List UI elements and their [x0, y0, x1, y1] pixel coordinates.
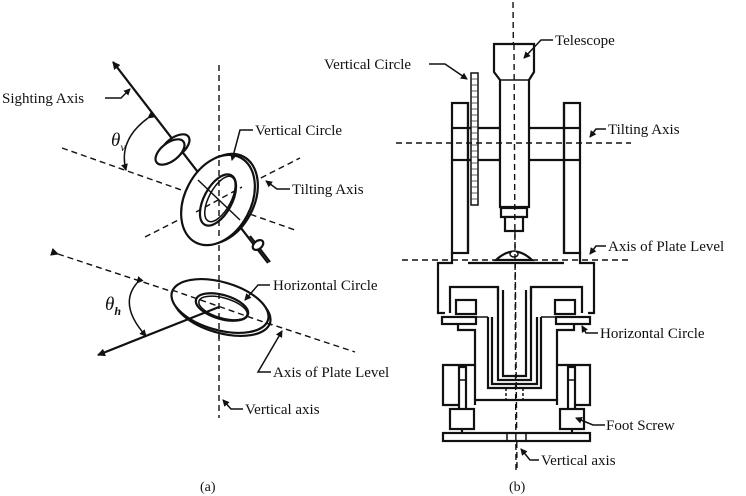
telescope-objective-disk: [154, 133, 191, 166]
theta-v-symbol: θv: [111, 130, 126, 154]
label-tilting-axis-b: Tilting Axis: [608, 122, 680, 138]
panel-b: Telescope Vertical Circle Tilting Axis A…: [324, 1, 724, 495]
label-foot-screw: Foot Screw: [606, 418, 675, 434]
tilting-axis-leader: [265, 180, 290, 190]
horizontal-circle-leader-b: [581, 325, 598, 334]
label-horizontal-circle-a: Horizontal Circle: [273, 278, 378, 294]
standards: [450, 101, 582, 255]
lower-body: [441, 324, 592, 407]
tangent-screw-knob: [249, 235, 271, 263]
vertical-circle-leader-b: [429, 63, 468, 80]
theta-h-symbol: θh: [105, 294, 121, 318]
vertical-axis-leader: [222, 399, 243, 410]
caption-a: (a): [200, 480, 216, 495]
label-tilting-axis-a: Tilting Axis: [292, 182, 364, 198]
label-vertical-axis-a: Vertical axis: [245, 402, 320, 418]
label-sighting-axis: Sighting Axis: [2, 91, 84, 107]
panel-a: Sighting Axis Vertical Circle Tilting Ax…: [2, 61, 389, 495]
label-plate-level-a: Axis of Plate Level: [273, 365, 389, 381]
sighting-axis-leader: [105, 88, 131, 99]
caption-b: (b): [509, 480, 526, 495]
tilting-axis-line: [144, 157, 301, 238]
theta-v-arc: [121, 111, 155, 171]
horizontal-circle-leader: [244, 284, 270, 301]
tilting-axis-leader-b: [589, 128, 606, 138]
horizontal-circle-ring: [170, 278, 273, 340]
label-vertical-axis-b: Vertical axis: [541, 453, 616, 469]
label-vertical-circle-a: Vertical Circle: [255, 123, 342, 139]
theta-h-direction-line: [97, 305, 220, 357]
label-telescope: Telescope: [555, 33, 615, 49]
label-vertical-circle-b: Vertical Circle: [324, 57, 411, 73]
vertical-circle-ring: [180, 152, 259, 247]
vertical-circle-plate: [470, 72, 479, 206]
plate-level-leader-b: [589, 245, 606, 255]
foot-screws: [448, 365, 586, 433]
foot-screw-leader: [575, 417, 605, 426]
label-plate-level-b: Axis of Plate Level: [608, 239, 724, 255]
sighting-axis-line: [112, 61, 269, 264]
telescope-leader: [523, 39, 553, 59]
horizontal-reference-line: [61, 147, 296, 231]
vertical-circle-leader: [230, 129, 253, 161]
plate-level-axis-line: [50, 248, 356, 353]
theta-h-arc: [128, 276, 147, 337]
label-horizontal-circle-b: Horizontal Circle: [600, 326, 705, 342]
vertical-axis-leader-b: [520, 448, 539, 461]
spindle: [486, 287, 543, 400]
plate-level-leader: [256, 330, 283, 373]
